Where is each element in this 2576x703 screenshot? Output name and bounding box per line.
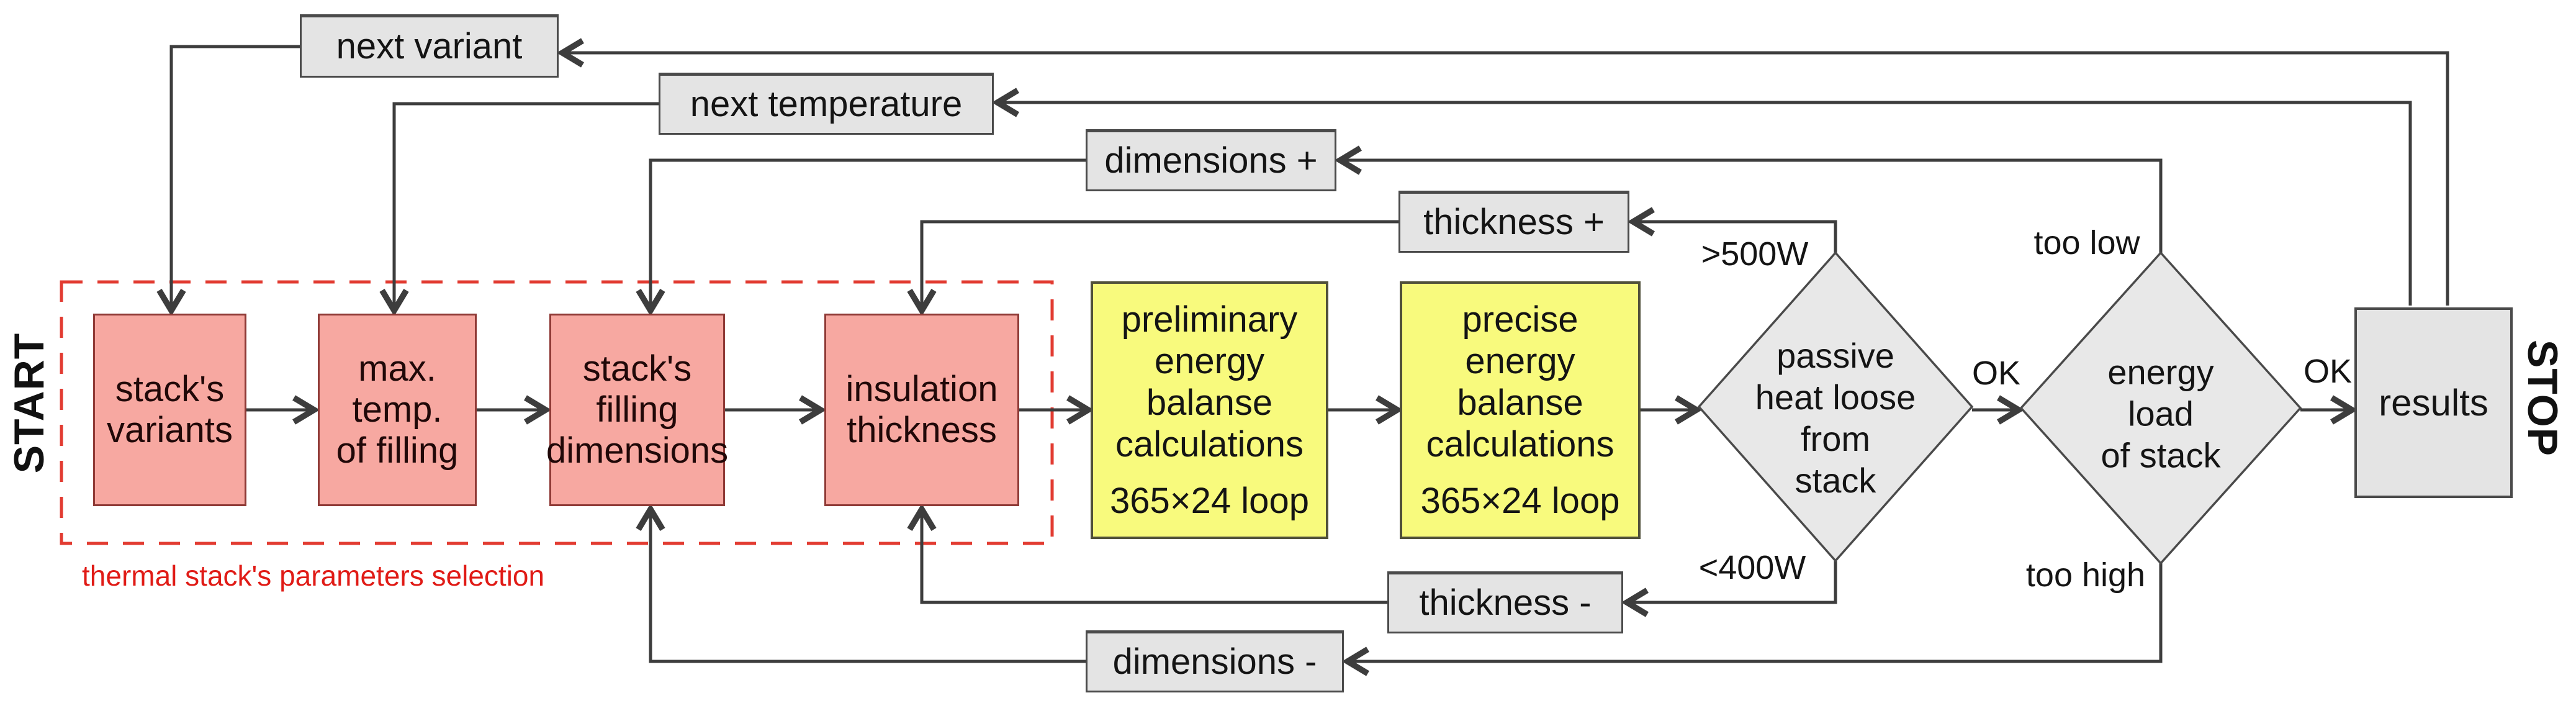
feedback-dimensions-plus: dimensions + (1086, 129, 1336, 191)
selection-group-caption: thermal stack's parameters selection (82, 560, 545, 592)
edge-load-to-dimensions-plus (1340, 160, 2163, 253)
passive-heat-diamond (1697, 251, 1974, 563)
selection-group-frame (60, 280, 1054, 545)
feedback-thickness-plus: thickness + (1398, 191, 1629, 253)
energy-load-diamond-label: energy load of stack (2101, 352, 2221, 475)
precise-calc-label: precise energy balanse calculations (1426, 299, 1615, 465)
energy-load-diamond (2019, 251, 2302, 565)
stop-label: STOP (2519, 340, 2566, 456)
node-results: results (2354, 307, 2513, 498)
feedback-next-temperature: next temperature (659, 73, 994, 135)
label-heat-low: <400W (1698, 549, 1806, 586)
edge-load-to-dimensions-minus (1348, 563, 2163, 661)
edge-dimensions-plus-to-dims (651, 158, 1086, 311)
feedback-thickness-minus: thickness - (1387, 571, 1623, 633)
label-load-low: too low (2033, 224, 2140, 261)
feedback-next-variant: next variant (300, 14, 559, 78)
edge-thickness-minus-to-insulation (922, 509, 1387, 604)
feedback-dimensions-minus: dimensions - (1086, 630, 1344, 692)
node-preliminary-calc: preliminary energy balanse calculations … (1091, 281, 1328, 539)
label-load-high: too high (2025, 556, 2146, 594)
edge-next-variant-to-variants (171, 45, 300, 311)
start-label: START (6, 332, 53, 474)
edge-dimensions-minus-to-dims (651, 509, 1086, 663)
node-max-temp: max. temp. of filling (318, 314, 477, 506)
node-insulation-thickness: insulation thickness (824, 314, 1019, 506)
edge-next-temperature-to-maxtemp (394, 102, 659, 311)
edge-thickness-plus-to-insulation (922, 220, 1398, 311)
label-load-ok: OK (2303, 353, 2353, 390)
preliminary-calc-loop: 365×24 loop (1110, 481, 1309, 521)
label-heat-ok: OK (1971, 355, 2021, 392)
passive-heat-diamond-label: passive heat loose from stack (1755, 336, 1916, 500)
edge-results-to-next-temperature (998, 102, 2412, 306)
node-precise-calc: precise energy balanse calculations 365×… (1400, 281, 1641, 539)
node-filling-dimensions: stack's filling dimensions (546, 314, 728, 506)
precise-calc-loop: 365×24 loop (1420, 481, 1620, 521)
label-heat-high: >500W (1701, 235, 1809, 273)
node-stacks-variants: stack's variants (93, 314, 246, 506)
edge-heat-to-thickness-plus (1633, 222, 1837, 253)
preliminary-calc-label: preliminary energy balanse calculations (1115, 299, 1304, 465)
edge-heat-to-thickness-minus (1627, 561, 1837, 602)
edge-results-to-next-variant (562, 53, 2449, 306)
